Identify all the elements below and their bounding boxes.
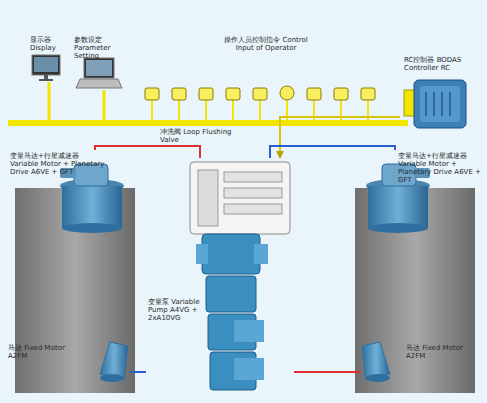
planetary-drive-base [62,223,122,233]
display-icon [32,55,60,75]
main-pump [202,234,260,274]
component-box: RC控制器 BODAS Controller RC [400,54,474,134]
operator-inputs [145,86,375,120]
controller-body [414,80,466,128]
controller-fin [449,92,451,116]
input-icon [361,88,375,100]
signal-wire [151,100,153,120]
engine-detail [198,170,218,226]
connector-line [270,146,395,158]
controller-face [420,86,460,122]
component-box: 变量马达+行星减速器 Variable Motor + Planetary Dr… [8,150,126,232]
engine-detail [224,204,282,214]
connector-line [104,90,400,123]
component-label: 变量泵 Variable Pump A4VG + 2xA10VG [148,298,204,322]
controller-fin [433,92,435,116]
planetary-drive-base [368,223,428,233]
input-icon [334,88,348,100]
connector-line [95,146,200,158]
pump-section [206,276,256,312]
controller-fin [425,92,427,116]
component-box: 参数设定 Parameter Setting [72,34,136,90]
fixed-motor-shaft [100,374,124,382]
component-box: 变量泵 Variable Pump A4VG + 2xA10VG [146,158,294,396]
component-label: RC控制器 BODAS Controller RC [404,56,474,72]
component-box: 马达 Fixed Motor A2FM [360,340,478,384]
laptop-keyboard [76,79,122,88]
signal-wire [232,100,234,120]
connector-line [130,371,146,373]
component-label: 马达 Fixed Motor A2FM [406,344,476,360]
input-icon [226,88,240,100]
pump-port [234,358,264,380]
annotation-label: 冲洗阀 Loop Flushing Valve [160,128,250,144]
input-icon [280,86,294,100]
component-label: 马达 Fixed Motor A2FM [8,344,70,360]
planetary-drive [368,186,428,228]
component-label: 参数设定 Parameter Setting [74,36,136,60]
input-icon [172,88,186,100]
component-label: 变量马达+行星减速器 Variable Motor + Planetary Dr… [398,152,484,184]
input-icon [253,88,267,100]
input-icon [199,88,213,100]
annotation-label: 操作人员控制指令 Control Input of Operator [220,36,312,52]
component-box: 显示器 Display [28,34,70,82]
signal-wire [259,100,261,120]
laptop-screen [86,60,112,76]
connector-line [280,117,400,158]
display-screen [34,57,58,72]
display-base [39,79,53,81]
laptop-icon [84,58,114,78]
controller-fin [441,92,443,116]
component-label: 显示器 Display [30,36,70,52]
signal-wire [205,100,207,120]
engine-detail [224,188,282,198]
component-box: 马达 Fixed Motor A2FM [6,340,130,384]
connector-line [294,371,360,373]
pump-port [254,244,268,264]
fixed-motor-shaft [366,374,390,382]
pump-port [234,320,264,342]
display-stand [44,75,48,79]
engine-detail [224,172,282,182]
planetary-drive [62,186,122,228]
engine [190,162,290,234]
component-label: 变量马达+行星减速器 Variable Motor + Planetary Dr… [10,152,106,176]
input-icon [307,88,321,100]
component-box: 变量马达+行星减速器 Variable Motor + Planetary Dr… [362,150,484,232]
pump-port [196,244,208,264]
signal-wire [178,100,180,120]
input-icon [145,88,159,100]
